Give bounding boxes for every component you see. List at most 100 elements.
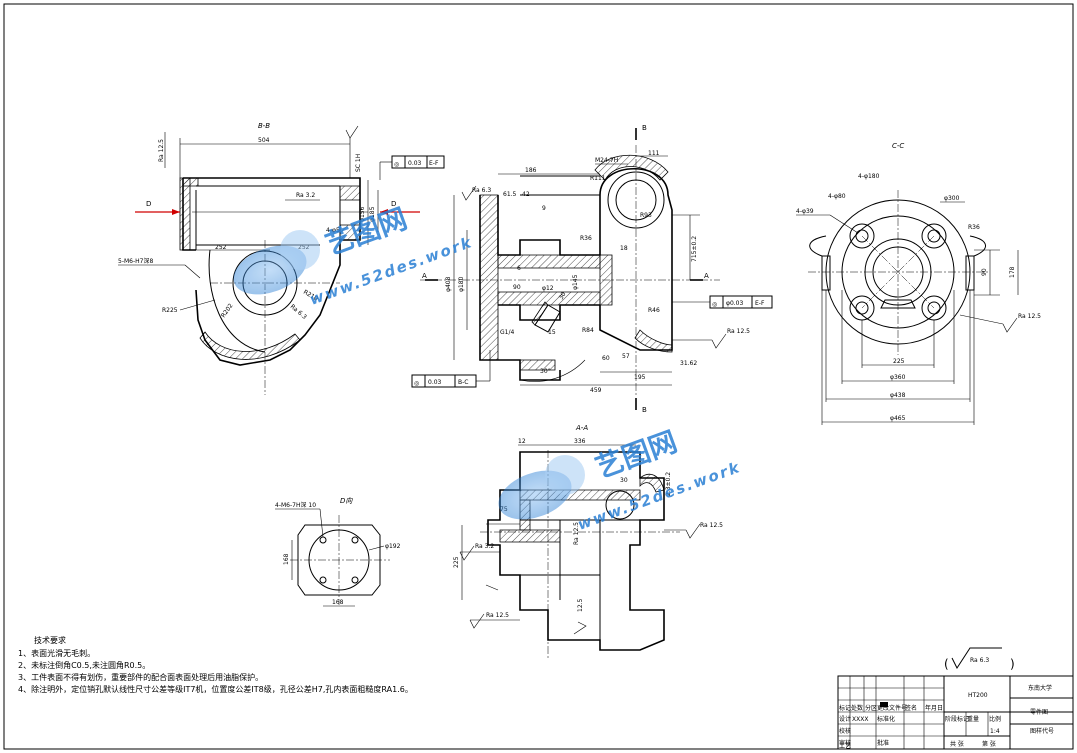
tb-l-zone: 分区 — [865, 704, 877, 712]
dim-6: 6 — [517, 265, 521, 272]
tol3-val: 0.03 — [428, 379, 442, 386]
dim-60: 60 — [602, 355, 610, 362]
general-roughness: ( Ra 6.3 ) — [944, 647, 1015, 671]
tb-material: HT200 — [968, 692, 988, 699]
tb-l-approve: 批准 — [877, 739, 889, 747]
tol1-val: 0.03 — [408, 160, 422, 167]
notes-heading: 技术要求 — [34, 635, 66, 645]
dim-252a: 252 — [215, 244, 227, 251]
dim-465: φ465 — [890, 415, 906, 422]
tb-school: 东南大学 — [1028, 684, 1052, 692]
tb-l-check: 校核 — [839, 727, 851, 735]
section-a-right: A — [704, 272, 709, 280]
dim-m24: M24-7H — [595, 157, 618, 164]
ra-12-5-cc: Ra 12.5 — [1018, 313, 1041, 320]
note-2: 2、未标注倒角C0.5,未注圆角R0.5。 — [18, 660, 150, 670]
svg-text:): ) — [1010, 657, 1015, 671]
dim-4-39: 4-φ39 — [796, 208, 814, 215]
dim-504: 504 — [258, 137, 270, 144]
tb-l-review: 审核 — [839, 739, 851, 747]
tb-l-stage: 阶段标记 — [945, 715, 969, 723]
watermark-cn-1: 艺图网 — [321, 202, 411, 262]
dim-57: 57 — [622, 353, 630, 360]
dim-178: 178 — [1009, 266, 1016, 278]
note-3: 3、工件表面不得有划伤，重要部件的配合面表面处理后用油脂保护。 — [18, 672, 263, 682]
view-d-title: D向 — [340, 497, 353, 505]
tol2-val: φ0.03 — [726, 300, 744, 307]
dim-225-aa: 225 — [453, 556, 460, 568]
tol1-sym: ◎ — [394, 161, 399, 168]
note-5m6: 5-M6-H7深8 — [118, 257, 153, 265]
tolerance-frame-2: ◎ φ0.03 E-F — [672, 295, 773, 309]
section-d-right: D — [391, 200, 396, 208]
sc-aa: 2.3±0.2 — [665, 472, 672, 496]
dim-90: 90 — [513, 284, 521, 291]
dim-42: 42 — [522, 191, 530, 198]
tb-l-sign: 签名 — [905, 704, 917, 712]
tb-l-design: 设计 — [839, 715, 851, 723]
note-1: 1、表面光滑无毛刺。 — [18, 648, 95, 658]
dim-192: φ192 — [385, 543, 401, 550]
ra-3-2-aa: Ra 3.2 — [475, 543, 494, 550]
dim-438: φ438 — [890, 392, 906, 399]
section-b-top: B — [642, 124, 647, 132]
view-aa: A-A 336 12 30 75 Ra 3.2 225 Ra 12.5 Ra 1… — [453, 424, 723, 660]
dim-9: 9 — [542, 205, 546, 212]
dim-12-aa: 12 — [518, 438, 526, 445]
dim-111: 111 — [648, 150, 660, 157]
dim-180: φ180 — [458, 276, 465, 292]
ra-12-5-front: Ra 12.5 — [727, 328, 750, 335]
view-front: B B 186 61.5 42 9 M24-7H 111 — [420, 124, 750, 414]
dim-360: φ360 — [890, 374, 906, 381]
dim-225-cc: 225 — [893, 358, 905, 365]
tolerance-frame-3: ◎ 0.03 B-C — [411, 350, 491, 388]
dim-r202: R202 — [220, 302, 235, 319]
general-ra: Ra 6.3 — [970, 657, 989, 664]
note-4: 4、除注明外，定位销孔默认线性尺寸公差等级IT7机，位置度公差IT8级，孔径公差… — [18, 684, 413, 694]
view-d: D向 4-M6-7H深 10 φ192 168 168 — [275, 497, 401, 607]
tb-l-mark: 标记 — [839, 704, 851, 712]
dim-r225: R225 — [162, 307, 178, 314]
dim-156: φ156 — [359, 206, 366, 222]
tb-l-sheet: 第 张 — [982, 740, 996, 748]
dim-r36: R36 — [968, 224, 980, 231]
dim-185: φ185 — [369, 206, 376, 222]
dim-90: 90 — [981, 268, 988, 276]
ra-12-5-aa2: 12.5 — [577, 598, 584, 612]
tb-designer: XXXX — [852, 716, 868, 723]
dim-12: φ12 — [542, 285, 554, 292]
section-d-left: D — [146, 200, 151, 208]
tb-drawing: 零件图 — [1030, 708, 1048, 716]
dim-4-80: 4-φ80 — [828, 193, 846, 200]
tb-l-weight: 重量 — [967, 715, 979, 723]
dim-186: 186 — [525, 167, 537, 174]
dim-459: 459 — [590, 387, 602, 394]
dim-408: φ408 — [445, 276, 452, 292]
dim-195: 195 — [634, 374, 646, 381]
view-aa-title: A-A — [575, 424, 588, 432]
dim-r46: R46 — [648, 307, 660, 314]
dim-r36: R36 — [580, 235, 592, 242]
tb-l-process: 工艺 — [839, 742, 851, 750]
technical-notes: 技术要求 1、表面光滑无毛刺。 2、未标注倒角C0.5,未注圆角R0.5。 3、… — [18, 635, 413, 694]
dim-r84: R84 — [582, 327, 594, 334]
dim-18: 18 — [620, 245, 628, 252]
dim-715: 715±0.2 — [691, 236, 698, 262]
tb-drawing-no: 图样代号 — [1030, 727, 1054, 735]
dim-4-5: 4-φ5 — [326, 227, 340, 234]
dim-12-5-aa: Ra 12.5 — [700, 522, 723, 529]
sc-bb: SC 1H — [355, 154, 362, 172]
svg-text:(: ( — [944, 657, 949, 671]
dim-168-h: 168 — [332, 599, 344, 606]
dim-30deg: 30° — [540, 368, 551, 375]
dim-336: 336 — [574, 438, 586, 445]
view-cc-title: C-C — [892, 142, 904, 150]
tol2-sym: ◎ — [712, 301, 717, 308]
dim-30-aa: 30 — [620, 477, 628, 484]
dim-30: 30 — [558, 291, 568, 301]
tolerance-frame-1: ◎ 0.03 E-F — [379, 155, 445, 180]
ra-6-3-bb: Ra 6.3 — [289, 303, 308, 321]
tb-l-std: 标准化 — [877, 715, 895, 723]
tb-l-date: 年月日 — [925, 704, 943, 712]
